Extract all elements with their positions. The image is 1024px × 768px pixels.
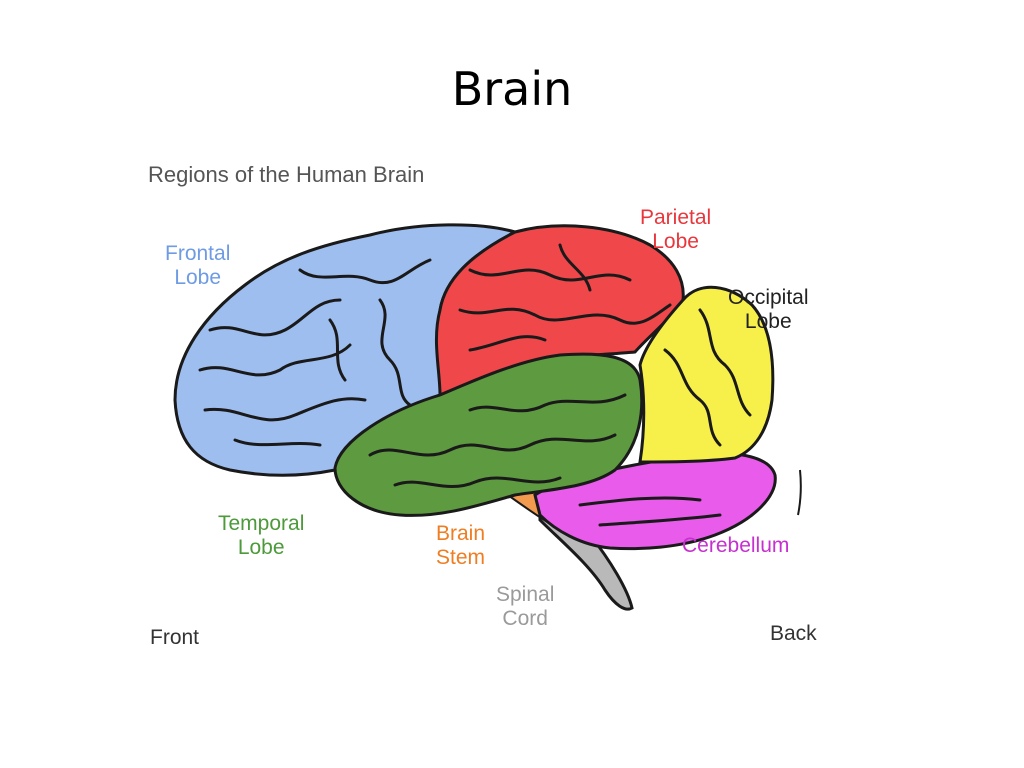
spinal-cord-label-line2: Cord [502, 607, 548, 630]
diagram-title: Regions of the Human Brain [148, 162, 425, 187]
temporal-lobe-label: Temporal Lobe [218, 512, 304, 560]
brain-stem-label-line1: Brain [436, 522, 486, 545]
occipital-lobe-region [638, 285, 775, 464]
spinal-cord-label-line1: Spinal [496, 583, 555, 606]
parietal-lobe-label: Parietal Lobe [640, 206, 711, 254]
temporal-lobe-label-line2: Lobe [237, 536, 285, 559]
cerebellum-label: Cerebellum [682, 534, 789, 558]
occipital-lobe-label-line2: Lobe [744, 310, 792, 333]
back-label-text: Back [770, 622, 817, 645]
temporal-lobe-label-line1: Temporal [218, 512, 305, 535]
back-label: Back [770, 622, 817, 646]
frontal-lobe-label-line1: Frontal [165, 242, 231, 265]
temporal-lobe-region [333, 352, 644, 517]
frontal-lobe-label-line2: Lobe [174, 266, 222, 289]
brain-stem-label: Brain Stem [436, 522, 485, 570]
front-label: Front [150, 626, 199, 650]
occipital-lobe-label-line1: Occipital [728, 286, 809, 309]
spinal-cord-label: Spinal Cord [496, 583, 554, 631]
back-tick-mark [797, 469, 802, 516]
parietal-lobe-label-line1: Parietal [640, 206, 712, 229]
slide-title: Brain [451, 62, 573, 116]
front-label-text: Front [150, 626, 200, 649]
frontal-lobe-label: Frontal Lobe [165, 242, 230, 290]
gyri-lines [198, 243, 752, 527]
occipital-lobe-label: Occipital Lobe [728, 286, 809, 334]
cerebellum-label-line1: Cerebellum [682, 534, 790, 557]
parietal-lobe-label-line2: Lobe [652, 230, 699, 253]
brain-stem-label-line2: Stem [436, 546, 486, 569]
